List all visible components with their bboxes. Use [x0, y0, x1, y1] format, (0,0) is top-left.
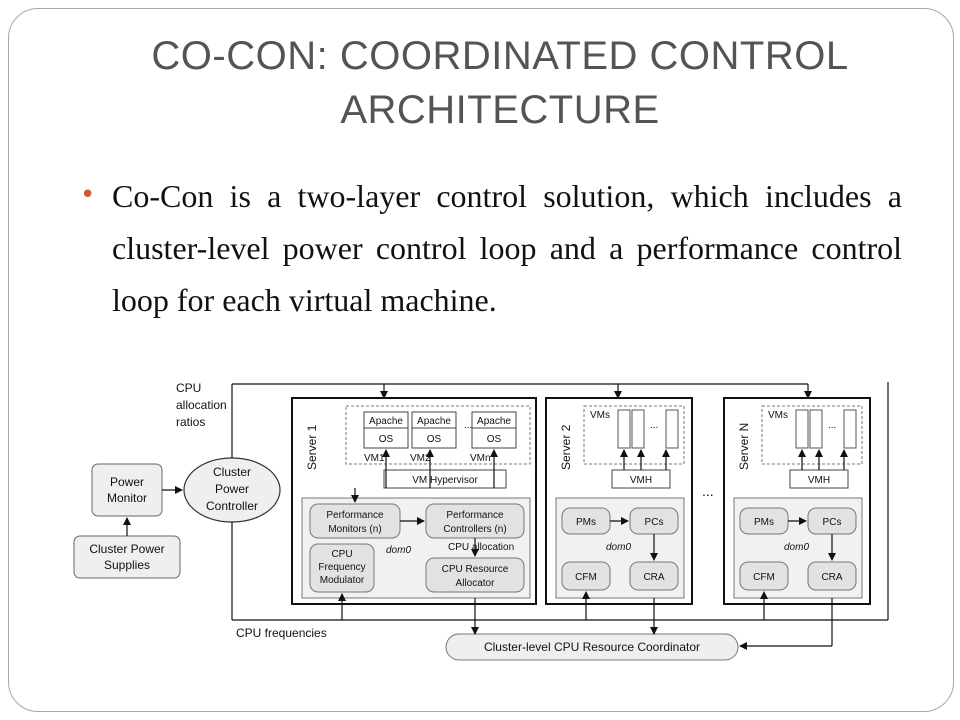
server-n-vmh: VMH	[808, 475, 830, 486]
server-2-pcs: PCs	[645, 517, 664, 528]
server-2-vmh: VMH	[630, 475, 652, 486]
controller-line2: Power	[215, 482, 249, 496]
vm2-label: VM2	[410, 453, 431, 464]
vmn-app: Apache	[477, 416, 511, 427]
server-n-vm-dots: ...	[828, 420, 836, 431]
cpu-alloc-line2: allocation	[176, 398, 227, 412]
perf-monitors-line1: Performance	[326, 510, 384, 521]
vmn-os: OS	[487, 434, 502, 445]
cluster-coordinator: Cluster-level CPU Resource Coordinator	[445, 633, 739, 661]
power-monitor-line2: Monitor	[107, 491, 147, 505]
bullet-icon: •	[80, 180, 96, 210]
cpu-allocation-label-inner: CPU allocation	[448, 542, 514, 553]
power-monitor-line1: Power	[110, 475, 144, 489]
cpu-frequencies-label: CPU frequencies	[236, 626, 327, 640]
cluster-power-controller: Cluster Power Controller	[183, 457, 281, 523]
freq-mod-line3: Modulator	[320, 575, 365, 586]
server-2-vm-dots: ...	[650, 420, 658, 431]
server-n-cra: CRA	[821, 572, 842, 583]
server-n-pcs: PCs	[823, 517, 842, 528]
cpu-allocation-label: CPU allocation ratios	[176, 381, 227, 429]
server-2-dom0: dom0	[606, 542, 631, 553]
freq-mod-line2: Frequency	[318, 562, 365, 573]
freq-mod-line1: CPU	[331, 549, 352, 560]
connectors	[123, 382, 889, 650]
res-alloc-line1: CPU Resource	[442, 564, 509, 575]
server-n-vms: VMs	[768, 410, 788, 421]
server-n-cfm: CFM	[753, 572, 775, 583]
cpu-alloc-line1: CPU	[176, 381, 201, 395]
power-supplies-line1: Cluster Power	[89, 542, 164, 556]
server-n: Server N VMs ... VMH PMs PCs dom0 CFM CR…	[723, 397, 871, 605]
server-2-cra: CRA	[643, 572, 664, 583]
server-n-dom0: dom0	[784, 542, 809, 553]
perf-monitors-line2: Monitors (n)	[328, 524, 381, 535]
controller-line1: Cluster	[213, 465, 251, 479]
perf-controllers-line1: Performance	[446, 510, 504, 521]
dom0-label: dom0	[386, 545, 411, 556]
server-1-label: Server 1	[305, 424, 319, 470]
vm2-app: Apache	[417, 416, 451, 427]
server-2: Server 2 VMs ... VMH PMs PCs dom0 CFM CR…	[545, 397, 693, 605]
vm1-app: Apache	[369, 416, 403, 427]
vm1-label: VM1	[364, 453, 385, 464]
controller-line3: Controller	[206, 499, 258, 513]
slide-title-line2: ARCHITECTURE	[340, 88, 660, 132]
servers-dots: ...	[702, 483, 714, 499]
vm1-os: OS	[379, 434, 394, 445]
server-1: Server 1 Apache OS Apache OS ... Apache …	[291, 397, 537, 605]
vmn-label: VMn	[470, 453, 491, 464]
server-n-pms: PMs	[754, 517, 774, 528]
cpu-alloc-line3: ratios	[176, 415, 205, 429]
power-supplies-box: Cluster Power Supplies	[73, 535, 181, 579]
server-2-vms: VMs	[590, 410, 610, 421]
vm-hypervisor: VM Hypervisor	[412, 475, 478, 486]
server-n-label: Server N	[737, 423, 751, 470]
server-2-cfm: CFM	[575, 572, 597, 583]
coordinator-label: Cluster-level CPU Resource Coordinator	[484, 640, 700, 654]
vm2-os: OS	[427, 434, 442, 445]
vm-dots: ...	[464, 420, 472, 431]
bullet-text: Co-Con is a two-layer control solution, …	[112, 178, 902, 318]
power-supplies-line2: Supplies	[104, 558, 150, 572]
power-monitor-box: Power Monitor	[91, 463, 163, 517]
slide-title-line1: CO-CON: COORDINATED CONTROL	[151, 34, 849, 78]
server-2-pms: PMs	[576, 517, 596, 528]
server-2-label: Server 2	[559, 424, 573, 470]
perf-controllers-line2: Controllers (n)	[443, 524, 506, 535]
res-alloc-line2: Allocator	[456, 578, 496, 589]
